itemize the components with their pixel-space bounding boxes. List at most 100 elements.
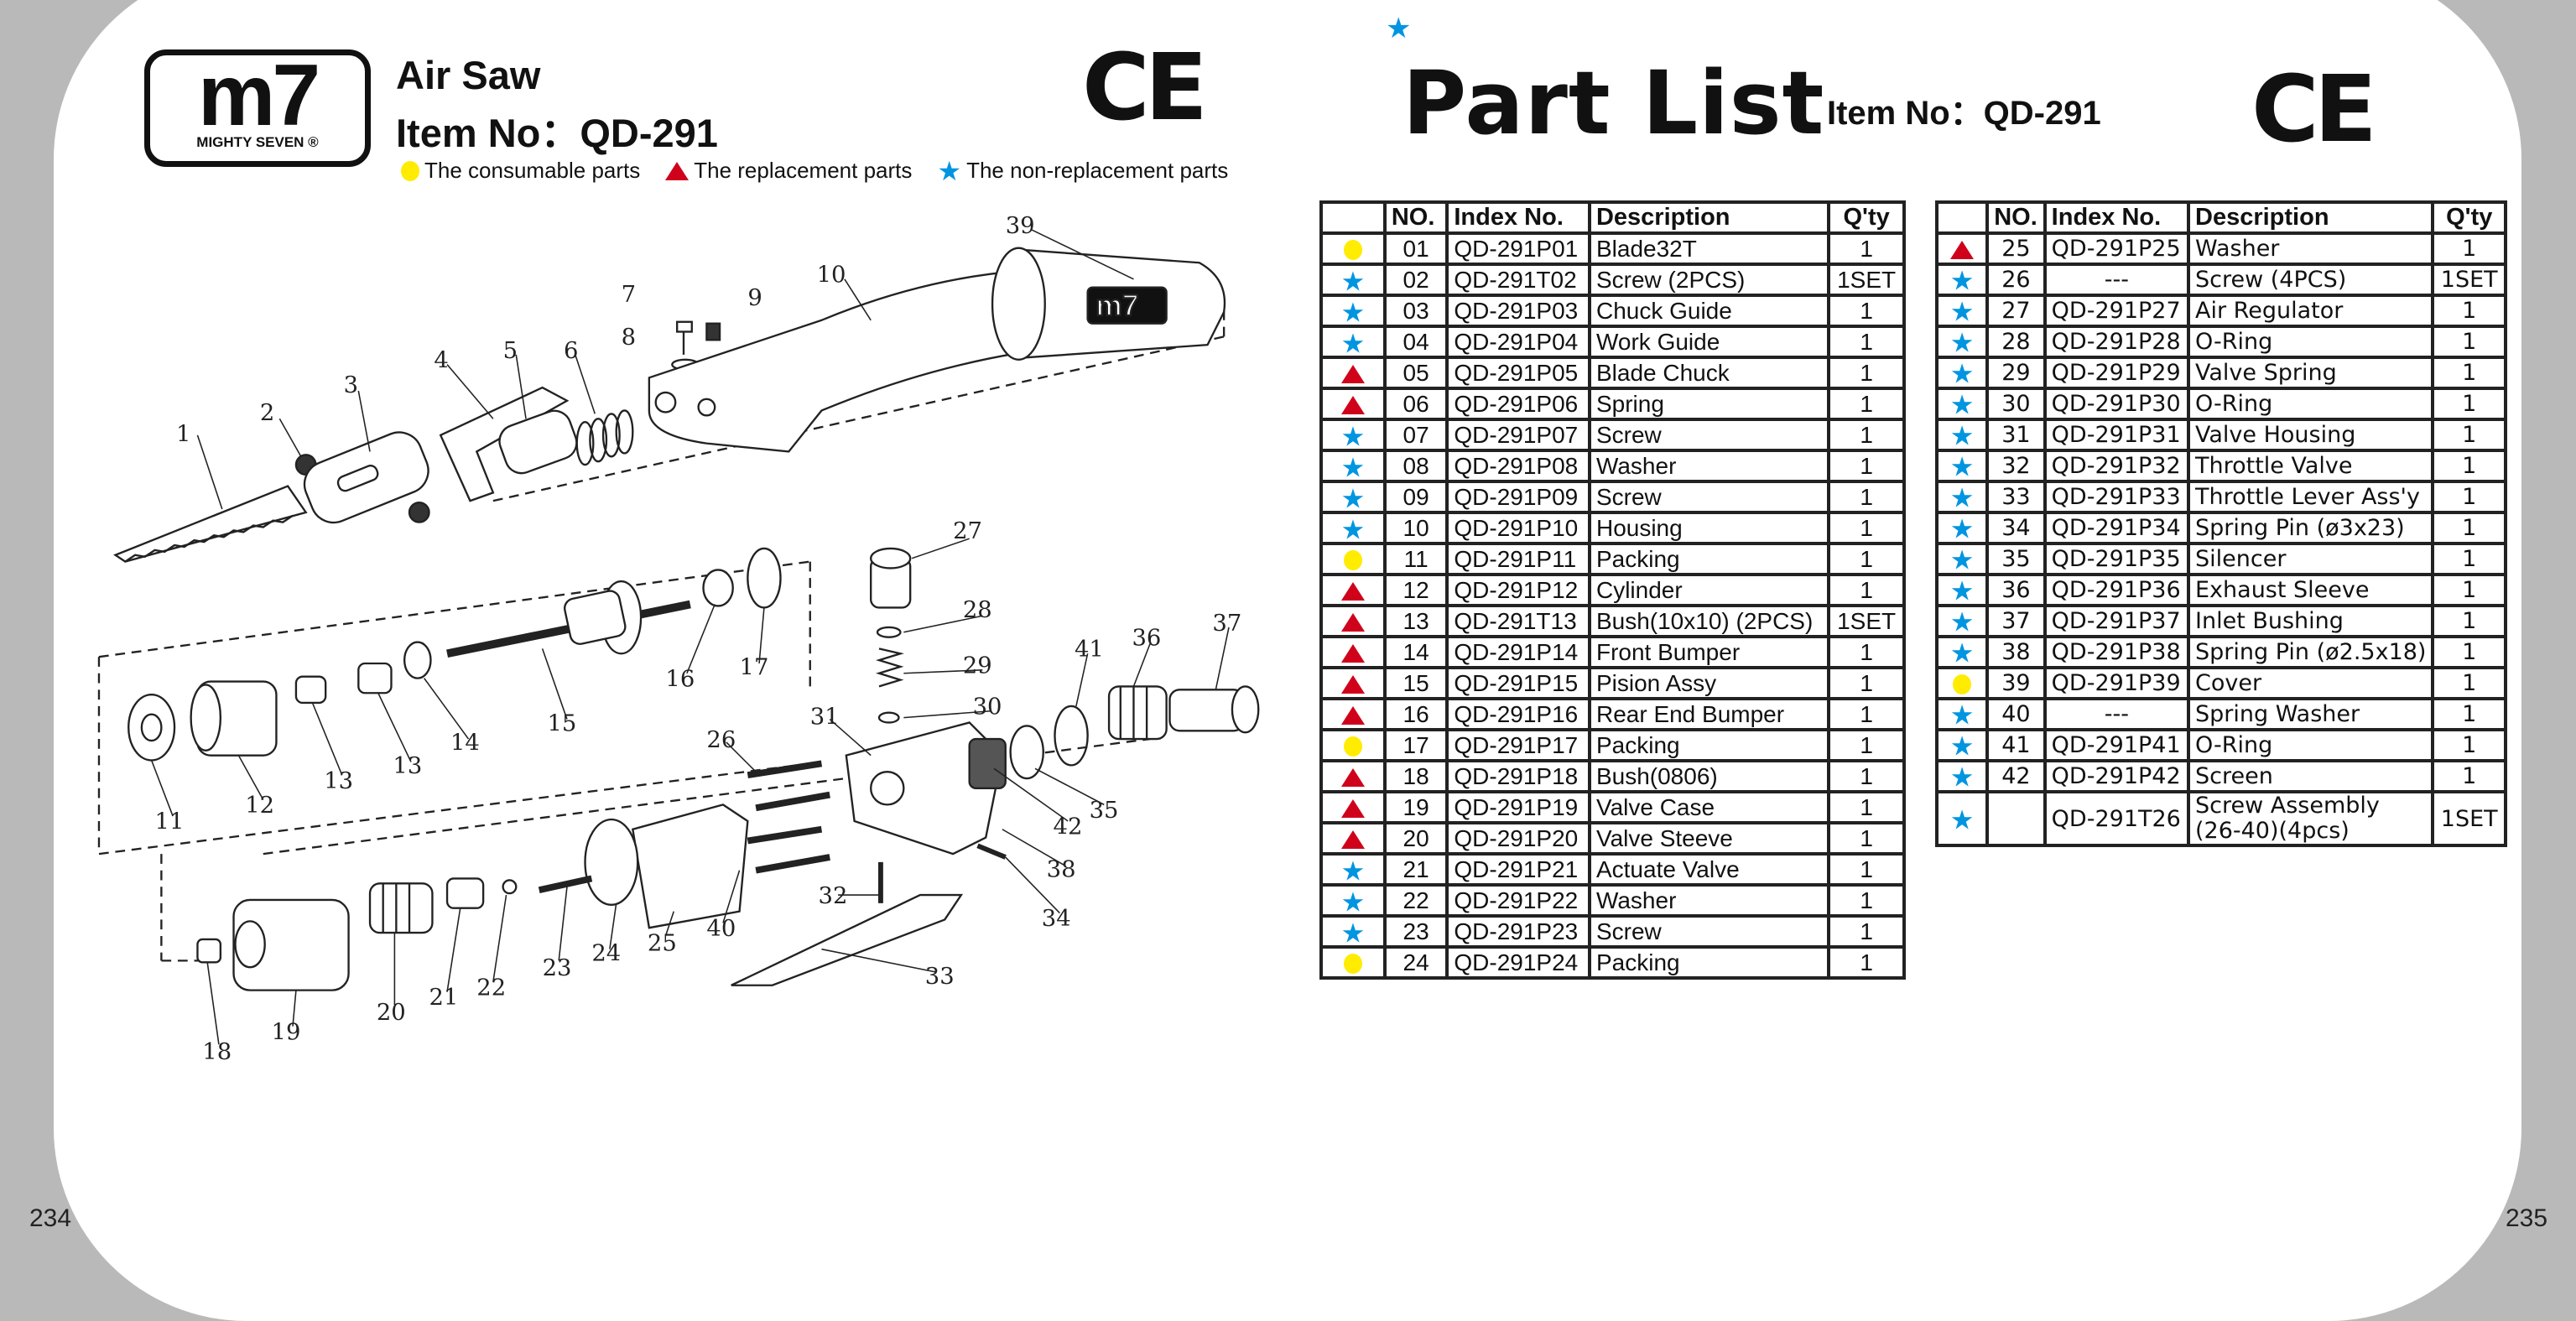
quantity: 1SET <box>2431 790 2507 847</box>
part-label: 42 <box>1054 814 1083 840</box>
table-header: NO. Index No. Description Q'ty <box>1934 200 2507 235</box>
index-number: --- <box>2043 697 2191 731</box>
index-number: QD-291T13 <box>1445 604 1591 638</box>
star-icon: ★ <box>1949 295 1975 328</box>
row-icon-cell: ★ <box>1934 604 1990 638</box>
description: O-Ring <box>2186 325 2435 359</box>
row-icon-cell: ★ <box>1934 263 1990 297</box>
quantity: 1 <box>2431 231 2507 266</box>
description: Spring Pin (ø3x23) <box>2186 511 2435 545</box>
index-number: QD-291P23 <box>1445 914 1591 949</box>
chuck-guide-part <box>303 431 429 524</box>
description: Bush(10x10) (2PCS) <box>1587 604 1831 638</box>
part-label: 22 <box>476 975 506 1001</box>
legend-consumable: The consumable parts <box>401 158 640 184</box>
quantity: 1 <box>2431 604 2507 638</box>
part-label: 39 <box>1006 213 1035 239</box>
part-label: 27 <box>953 518 982 544</box>
description: O-Ring <box>2186 387 2435 421</box>
circle-icon <box>1343 954 1362 975</box>
row-icon-cell <box>1319 697 1387 731</box>
circle-icon <box>1953 674 1972 694</box>
part-number: 24 <box>1382 945 1449 980</box>
triangle-icon <box>1340 830 1365 850</box>
quantity: 1 <box>2431 294 2507 328</box>
part-label: 1 <box>176 422 190 448</box>
part-number: 05 <box>1382 356 1449 390</box>
part-label: 24 <box>591 940 621 966</box>
description: Valve Housing <box>2186 418 2435 452</box>
description: Pision Assy <box>1587 666 1831 700</box>
index-number: QD-291P38 <box>2043 635 2191 669</box>
row-icon-cell <box>1319 387 1387 421</box>
part-number: 34 <box>1985 511 2047 545</box>
screen-part <box>968 737 1007 789</box>
row-icon-cell: ★ <box>1934 418 1990 452</box>
index-number: QD-291P25 <box>2043 231 2191 266</box>
row-icon-cell: ★ <box>1934 356 1990 390</box>
quantity: 1 <box>1827 821 1906 856</box>
index-number: QD-291P01 <box>1445 231 1591 266</box>
quantity: 1 <box>1827 790 1906 824</box>
part-label: 37 <box>1212 611 1241 637</box>
packing-part <box>584 818 639 906</box>
description: Valve Steeve <box>1587 821 1831 856</box>
index-number: QD-291P15 <box>1445 666 1591 700</box>
valve-housing-part <box>845 721 1004 856</box>
row-icon-cell <box>1319 790 1387 824</box>
index-number: QD-291P33 <box>2043 480 2191 514</box>
triangle-icon <box>1340 768 1365 788</box>
legend-label: The replacement parts <box>694 158 913 183</box>
part-label: 10 <box>817 263 846 289</box>
part-label: 30 <box>973 694 1002 720</box>
blade-chuck-part <box>498 409 578 475</box>
row-icon-cell <box>1319 231 1387 266</box>
star-icon: ★ <box>1949 804 1975 835</box>
part-label: 2 <box>260 400 274 426</box>
description: Spring Pin (ø2.5x18) <box>2186 635 2435 669</box>
quantity: 1 <box>2431 542 2507 576</box>
quantity: 1 <box>2431 635 2507 669</box>
circle-icon <box>1343 736 1362 757</box>
valve-sleeve-part <box>368 882 434 934</box>
row-icon-cell: ★ <box>1319 511 1387 545</box>
quantity: 1 <box>2431 418 2507 452</box>
star-icon: ★ <box>1949 264 1975 297</box>
star-icon: ★ <box>1340 297 1366 328</box>
col-qty: Q'ty <box>2431 200 2507 235</box>
star-icon: ★ <box>1949 543 1975 576</box>
part-label: 36 <box>1132 625 1161 651</box>
part-label: 9 <box>747 285 762 311</box>
index-number: QD-291P05 <box>1445 356 1591 390</box>
part-label: 38 <box>1047 857 1076 883</box>
description: Cover <box>2186 666 2435 700</box>
quantity: 1 <box>1827 231 1906 266</box>
index-number: QD-291P31 <box>2043 418 2191 452</box>
col-index: Index No. <box>1445 200 1591 235</box>
index-number: QD-291T26 <box>2043 790 2191 847</box>
row-icon-cell: ★ <box>1934 511 1990 545</box>
part-label: 11 <box>155 809 185 835</box>
triangle-icon <box>1340 396 1365 415</box>
silencer-part <box>1009 725 1044 780</box>
index-number: QD-291P08 <box>1445 449 1591 483</box>
quantity: 1SET <box>2431 263 2507 297</box>
description: Throttle Valve <box>2186 449 2435 483</box>
quantity: 1 <box>1827 542 1906 576</box>
part-label: 5 <box>503 338 518 364</box>
triangle-icon <box>1340 675 1365 694</box>
washer-plate-part <box>631 804 749 929</box>
quantity: 1 <box>2431 697 2507 731</box>
star-icon: ★ <box>1340 918 1366 949</box>
